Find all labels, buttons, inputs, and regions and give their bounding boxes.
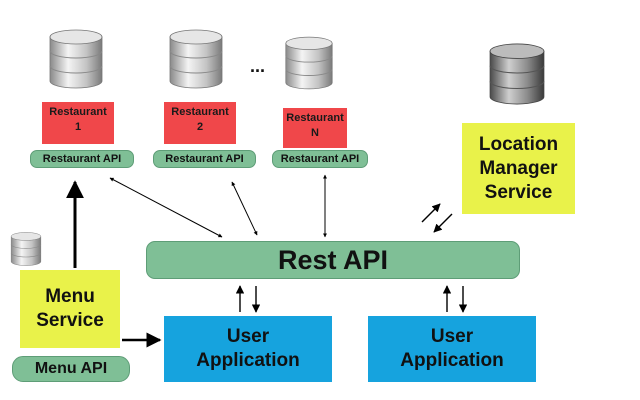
restaurant-1-box: Restaurant 1 <box>42 102 114 144</box>
restaurant-api-n-pill: Restaurant API <box>272 150 368 168</box>
database-icon-restaurant-2 <box>169 29 223 89</box>
restaurant-2-box: Restaurant 2 <box>164 102 236 144</box>
database-icon-restaurant-n <box>285 36 333 90</box>
restaurant-api-2-pill: Restaurant API <box>153 150 256 168</box>
ellipsis: ... <box>250 56 266 76</box>
rest-api-bar: Rest API <box>146 241 520 279</box>
menu-service-box: Menu Service <box>20 270 120 348</box>
arrow-from-location-service <box>433 213 453 233</box>
arrow-rest-to-restaurant-1 <box>109 177 223 238</box>
restaurant-n-box: Restaurant N <box>283 108 347 148</box>
user-application-2-box: User Application <box>368 316 536 382</box>
user-application-1-box: User Application <box>164 316 332 382</box>
database-icon-menu <box>10 232 42 266</box>
arrow-rest-to-restaurant-2 <box>231 181 258 236</box>
arrow-to-location-service <box>421 203 441 223</box>
location-manager-service-box: Location Manager Service <box>462 123 575 214</box>
database-icon-location <box>489 43 545 105</box>
menu-api-pill: Menu API <box>12 356 130 382</box>
restaurant-api-1-pill: Restaurant API <box>30 150 134 168</box>
database-icon-restaurant-1 <box>49 29 103 89</box>
